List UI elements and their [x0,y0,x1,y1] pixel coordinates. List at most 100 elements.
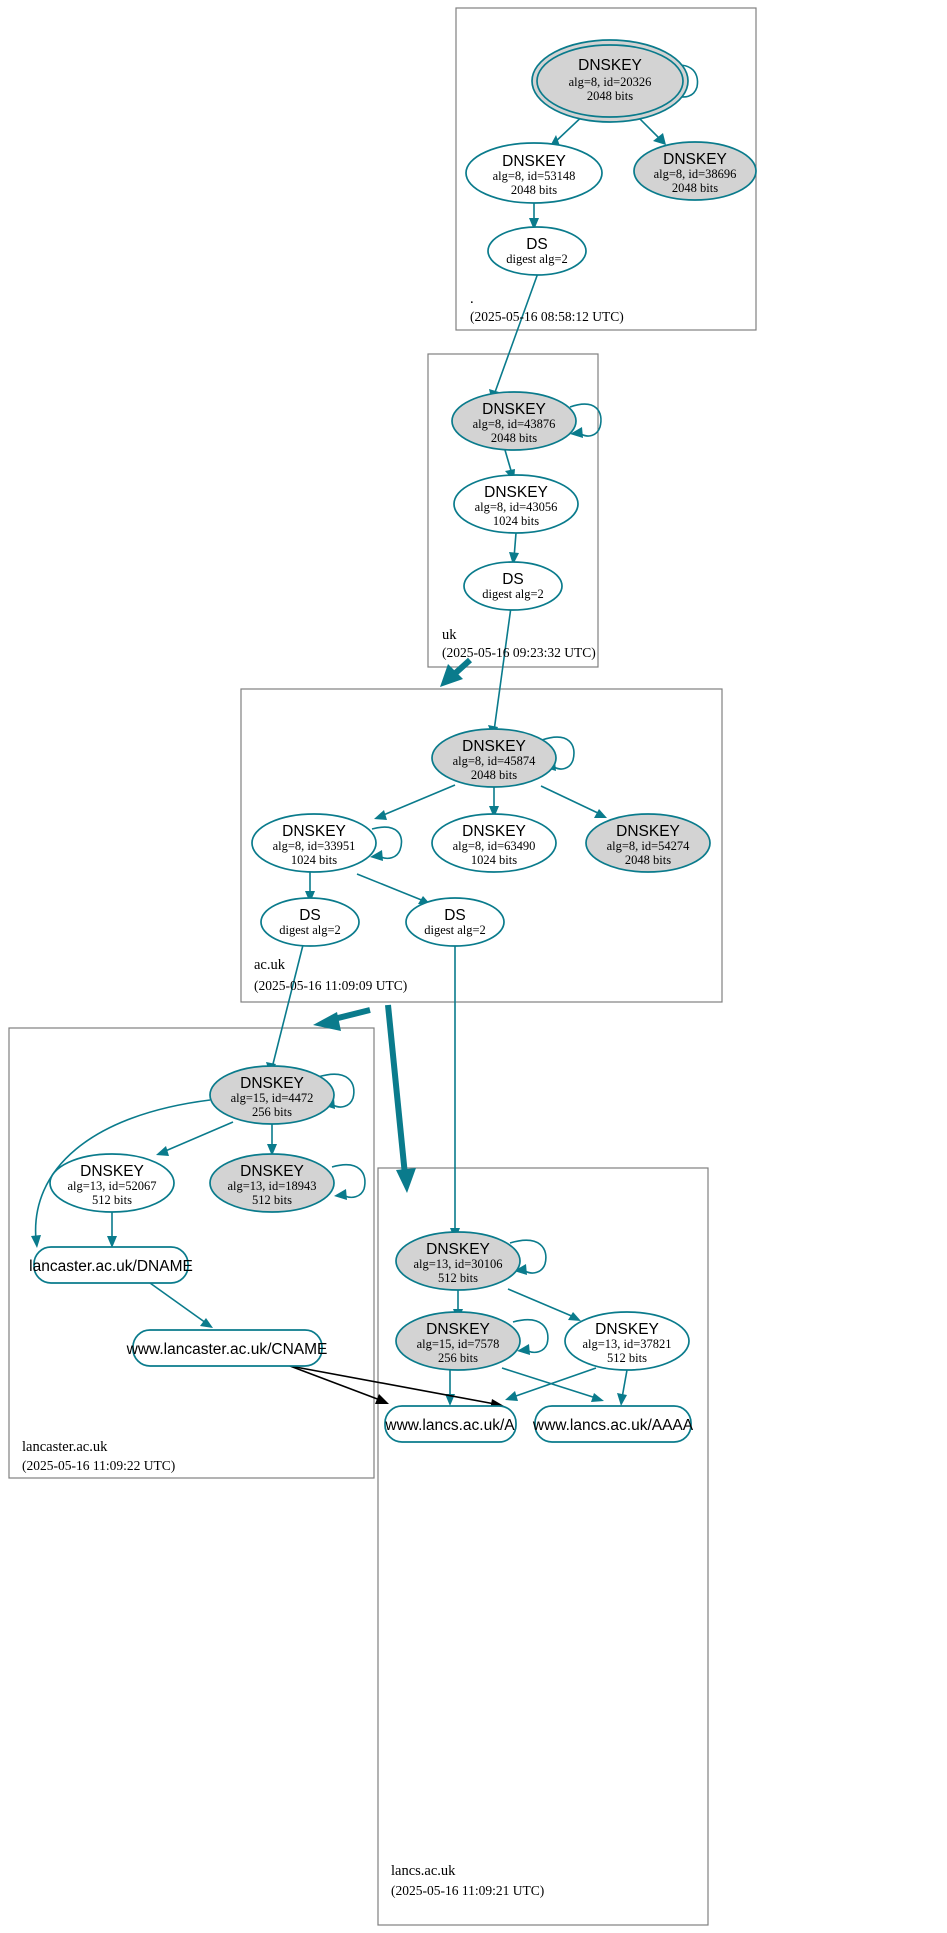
node-lancaster-dnskey-52067[interactable]: DNSKEY alg=13, id=52067 512 bits [49,1153,175,1213]
node-detail-size: 1024 bits [471,853,517,867]
node-detail-alg: alg=13, id=37821 [582,1337,671,1351]
edge-acuk-33951-self [370,826,403,861]
node-title: DNSKEY [595,1321,659,1338]
rr-label: www.lancaster.ac.uk/CNAME [126,1341,328,1358]
node-detail-size: 2048 bits [672,181,718,195]
node-detail-alg: alg=8, id=43876 [473,417,556,431]
zone-timestamp-lancaster-ac-uk: (2025-05-16 11:09:22 UTC) [22,1458,175,1473]
node-detail-alg: alg=13, id=18943 [227,1179,316,1193]
node-detail-alg: alg=8, id=20326 [569,75,652,89]
edge-acuk-to-lancs-delegation [385,1004,416,1193]
node-detail-size: 512 bits [92,1193,132,1207]
node-detail-size: 1024 bits [291,853,337,867]
node-title: DNSKEY [484,484,548,501]
node-detail-size: 2048 bits [587,89,633,103]
node-detail-alg: alg=8, id=54274 [607,839,691,853]
node-acuk-ksk[interactable]: DNSKEY alg=8, id=45874 2048 bits [431,728,557,788]
node-root-ds[interactable]: DS digest alg=2 [487,226,587,276]
node-detail-alg: alg=13, id=30106 [413,1257,502,1271]
node-detail-digest: digest alg=2 [506,252,568,266]
node-title: DS [299,907,321,924]
node-title: DS [526,236,548,253]
node-root-dnskey-38696[interactable]: DNSKEY alg=8, id=38696 2048 bits [633,141,757,201]
node-detail-alg: alg=8, id=63490 [453,839,536,853]
node-title: DS [444,907,466,924]
zone-label-ac-uk: ac.uk [254,957,286,973]
edge-uk-zsk-to-ds [509,532,519,565]
node-detail-size: 256 bits [252,1105,292,1119]
node-lancaster-dnskey-18943[interactable]: DNSKEY alg=13, id=18943 512 bits [209,1153,335,1213]
edge-lanc-52067-to-dname [107,1212,117,1248]
node-lancs-ksk[interactable]: DNSKEY alg=13, id=30106 512 bits [395,1231,521,1291]
zone-timestamp-root: (2025-05-16 08:58:12 UTC) [470,309,624,324]
edge-lancs-37821-to-aaaa [617,1369,628,1406]
node-acuk-dnskey-33951[interactable]: DNSKEY alg=8, id=33951 1024 bits [251,813,377,873]
node-acuk-dnskey-63490[interactable]: DNSKEY alg=8, id=63490 1024 bits [431,813,557,873]
node-detail-size: 512 bits [252,1193,292,1207]
edge-acuk-ksk-to-63490 [489,787,499,818]
zone-timestamp-lancs-ac-uk: (2025-05-16 11:09:21 UTC) [391,1883,544,1898]
node-uk-ksk[interactable]: DNSKEY alg=8, id=43876 2048 bits [451,391,577,451]
node-title: DNSKEY [482,401,546,418]
node-root-dnskey-53148[interactable]: DNSKEY alg=8, id=53148 2048 bits [465,142,603,204]
node-title: DNSKEY [663,151,727,168]
node-acuk-dnskey-54274[interactable]: DNSKEY alg=8, id=54274 2048 bits [585,813,711,873]
edge-acuk-ksk-to-33951 [374,784,456,820]
node-detail-size: 512 bits [438,1271,478,1285]
zone-timestamp-uk: (2025-05-16 09:23:32 UTC) [442,645,596,660]
edge-lanc-ksk-to-18943 [267,1124,277,1156]
node-title: DNSKEY [462,823,526,840]
node-lancaster-dname[interactable]: lancaster.ac.uk/DNAME [29,1246,193,1284]
node-detail-alg: alg=8, id=45874 [453,754,537,768]
edge-acuk-to-lancaster-delegation [313,1007,371,1031]
node-detail-alg: alg=8, id=53148 [493,169,576,183]
node-detail-size: 512 bits [607,1351,647,1365]
node-title: DNSKEY [426,1321,490,1338]
node-detail-alg: alg=8, id=38696 [654,167,737,181]
node-lancaster-cname[interactable]: www.lancaster.ac.uk/CNAME [126,1329,328,1367]
edge-uk-to-acuk-delegation [440,657,473,687]
node-detail-alg: alg=13, id=52067 [67,1179,156,1193]
edge-lancs-7578-self [512,1319,549,1355]
node-title: DNSKEY [240,1163,304,1180]
edge-lancs-7578-to-a [445,1370,455,1406]
node-title: DNSKEY [502,153,566,170]
node-uk-zsk[interactable]: DNSKEY alg=8, id=43056 1024 bits [453,474,579,534]
edge-root-53148-to-ds [529,202,539,230]
edge-lancs-ksk-self [509,1239,547,1275]
node-detail-size: 2048 bits [625,853,671,867]
zone-label-uk: uk [442,627,457,643]
node-acuk-ds-left[interactable]: DS digest alg=2 [260,897,360,947]
zone-box-lancs-ac-uk [377,1167,709,1926]
node-title: DNSKEY [282,823,346,840]
node-lancs-aaaa[interactable]: www.lancs.ac.uk/AAAA [532,1405,694,1443]
node-title: DNSKEY [616,823,680,840]
rr-label: lancaster.ac.uk/DNAME [29,1258,193,1275]
node-title: DNSKEY [80,1163,144,1180]
edge-cname-to-lancs-aaaa [289,1365,389,1404]
node-uk-ds[interactable]: DS digest alg=2 [463,561,563,611]
rr-label: www.lancs.ac.uk/AAAA [532,1417,694,1434]
node-detail-size: 2048 bits [471,768,517,782]
node-detail-alg: alg=8, id=33951 [273,839,356,853]
node-lancs-dnskey-7578[interactable]: DNSKEY alg=15, id=7578 256 bits [395,1311,521,1371]
node-acuk-ds-right[interactable]: DS digest alg=2 [405,897,505,947]
node-title: DNSKEY [578,57,642,74]
rr-label: www.lancs.ac.uk/A [384,1417,515,1434]
node-title: DS [502,571,524,588]
edge-acuk-ksk-to-54274 [540,785,607,818]
node-lancs-dnskey-37821[interactable]: DNSKEY alg=13, id=37821 512 bits [564,1311,690,1371]
node-lancs-a[interactable]: www.lancs.ac.uk/A [384,1405,517,1443]
node-detail-size: 2048 bits [511,183,557,197]
node-detail-size: 2048 bits [491,431,537,445]
zone-timestamp-ac-uk: (2025-05-16 11:09:09 UTC) [254,978,407,993]
edge-acuk-33951-to-ds-left [305,872,315,903]
edge-uk-ksk-self [569,403,602,438]
node-detail-digest: digest alg=2 [279,923,341,937]
node-detail-size: 1024 bits [493,514,539,528]
node-title: DNSKEY [462,738,526,755]
node-lancaster-ksk[interactable]: DNSKEY alg=15, id=4472 256 bits [209,1065,335,1125]
edge-lancs-7578-to-aaaa [501,1367,604,1402]
node-root-ksk[interactable]: DNSKEY alg=8, id=20326 2048 bits [531,39,689,123]
